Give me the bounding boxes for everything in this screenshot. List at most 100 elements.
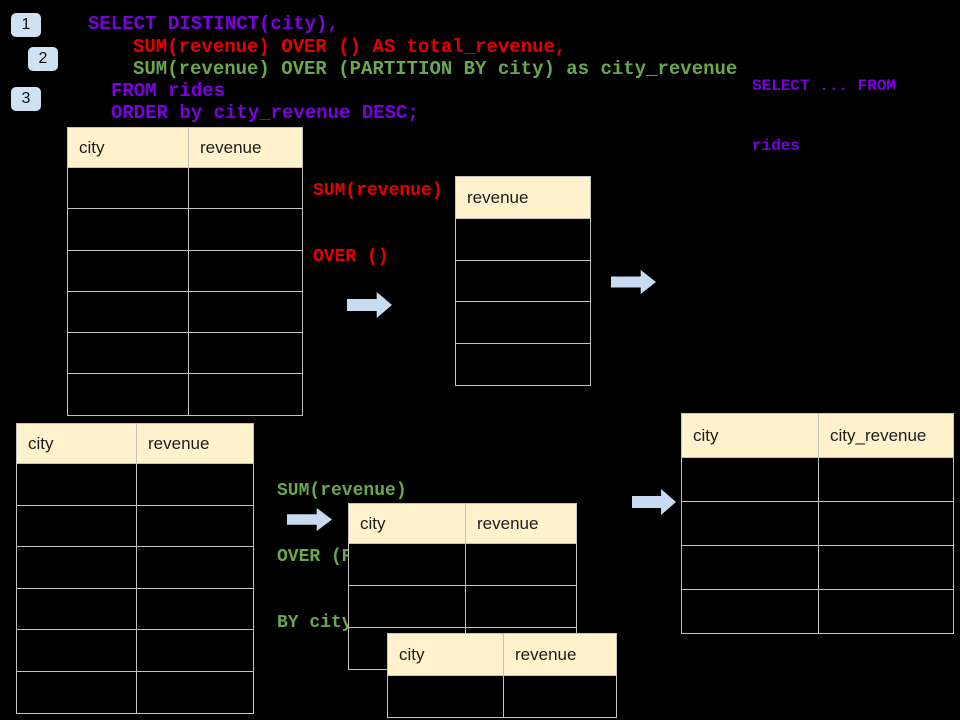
empty-cell — [456, 219, 590, 260]
empty-cell — [136, 505, 253, 547]
empty-cell — [17, 506, 136, 547]
table-row — [682, 457, 953, 501]
table-row — [68, 290, 302, 333]
empty-cell — [682, 590, 818, 633]
empty-cell — [188, 333, 302, 374]
empty-cell — [68, 292, 188, 332]
empty-cell — [136, 464, 253, 505]
sql-line-sum-total: SUM(revenue) OVER () AS total_revenue, — [133, 36, 567, 58]
empty-cell — [349, 544, 465, 585]
total-revenue-table: revenue — [455, 176, 591, 386]
annotation-line: rides — [752, 137, 801, 155]
table-row — [17, 504, 253, 547]
empty-cell — [682, 546, 818, 589]
empty-cell — [68, 168, 188, 208]
table-header-row: city revenue — [388, 634, 616, 675]
empty-cell — [17, 589, 136, 630]
empty-cell — [136, 588, 253, 630]
column-header-city: city — [399, 644, 425, 664]
empty-cell — [188, 250, 302, 291]
table-row — [68, 249, 302, 291]
source-table-bottom: city revenue — [16, 423, 254, 714]
empty-cell — [818, 502, 953, 545]
source-table-top: city revenue — [67, 127, 303, 416]
table-header-row: city revenue — [349, 504, 576, 543]
column-header-revenue: revenue — [465, 504, 576, 543]
table-row — [682, 589, 953, 633]
table-row — [456, 218, 590, 260]
column-header-city-revenue: city_revenue — [818, 414, 953, 457]
sql-line-from: FROM rides — [111, 80, 226, 102]
empty-cell — [503, 676, 616, 717]
table-row — [682, 545, 953, 589]
empty-cell — [465, 544, 576, 585]
sql-line-order-by: ORDER by city_revenue DESC; — [111, 102, 419, 124]
empty-cell — [17, 464, 136, 505]
partition-table-front: city revenue — [387, 633, 617, 718]
table-header-row: city revenue — [68, 128, 302, 167]
table-header-row: city city_revenue — [682, 414, 953, 457]
table-row — [68, 373, 302, 415]
table-row — [388, 675, 616, 717]
arrow-right-icon — [611, 270, 656, 294]
empty-cell — [456, 302, 590, 343]
empty-cell — [465, 586, 576, 627]
table-row — [17, 587, 253, 630]
step-badge-2: 2 — [28, 47, 58, 71]
empty-cell — [188, 374, 302, 415]
empty-cell — [188, 209, 302, 250]
annotation-line: SUM(revenue) — [313, 181, 443, 201]
empty-cell — [349, 586, 465, 627]
table-body — [456, 218, 590, 385]
table-row — [68, 208, 302, 250]
sql-line-select: SELECT DISTINCT(city), — [88, 13, 339, 35]
annotation-select-from-rides: SELECT ... FROM rides — [752, 36, 896, 196]
table-body — [388, 675, 616, 717]
column-header-revenue: revenue — [136, 424, 253, 463]
table-row — [456, 301, 590, 343]
table-row — [349, 585, 576, 627]
annotation-line: OVER () — [313, 247, 389, 267]
column-header-revenue: revenue — [503, 634, 616, 675]
table-row — [682, 501, 953, 545]
empty-cell — [682, 458, 818, 501]
empty-cell — [68, 333, 188, 373]
empty-cell — [68, 251, 188, 291]
table-body — [17, 463, 253, 713]
empty-cell — [136, 547, 253, 588]
annotation-line: SELECT ... FROM — [752, 77, 897, 95]
step-badge-3: 3 — [11, 87, 41, 111]
table-row — [68, 167, 302, 209]
empty-cell — [818, 590, 953, 633]
table-row — [456, 259, 590, 302]
empty-cell — [456, 261, 590, 302]
empty-cell — [188, 168, 302, 209]
arrow-right-icon — [632, 489, 676, 515]
table-row — [349, 543, 576, 585]
table-row — [17, 629, 253, 671]
empty-cell — [68, 209, 188, 249]
table-row — [17, 463, 253, 505]
result-table: city city_revenue — [681, 413, 954, 634]
empty-cell — [818, 458, 953, 501]
annotation-sum-over-total: SUM(revenue) OVER () — [313, 136, 443, 312]
table-row — [68, 332, 302, 374]
table-row — [17, 546, 253, 588]
step-badge-1: 1 — [11, 13, 41, 37]
empty-cell — [136, 630, 253, 671]
table-header-row: city revenue — [17, 424, 253, 463]
empty-cell — [456, 344, 590, 385]
empty-cell — [136, 671, 253, 713]
column-header-revenue: revenue — [467, 187, 529, 207]
annotation-line: SUM(revenue) — [277, 481, 407, 501]
column-header-city: city — [79, 137, 105, 157]
column-header-city: city — [693, 425, 719, 445]
empty-cell — [68, 374, 188, 414]
table-header-row: revenue — [456, 177, 590, 218]
table-row — [456, 343, 590, 385]
column-header-city: city — [28, 433, 54, 453]
empty-cell — [818, 546, 953, 589]
table-body — [68, 167, 302, 415]
table-body — [682, 457, 953, 633]
